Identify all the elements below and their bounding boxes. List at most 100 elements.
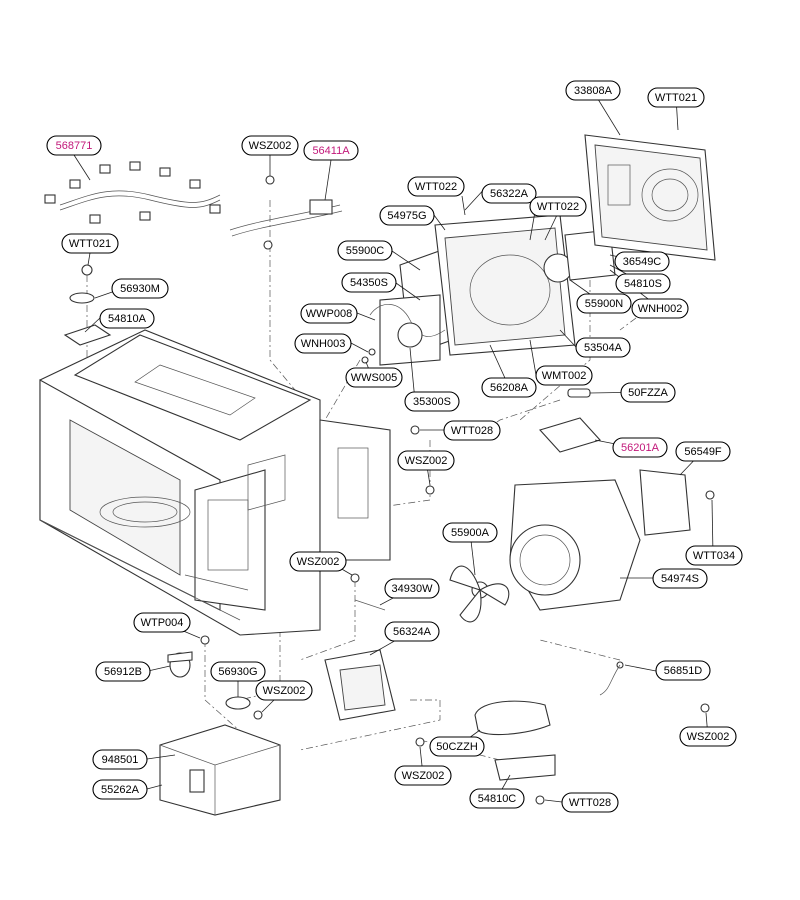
part-label-wtt021-right: WTT021 (647, 87, 705, 108)
high-voltage-parts (324, 573, 710, 805)
part-label-wtt021-left: WTT021 (61, 233, 119, 254)
power-cord-56411A (229, 175, 343, 250)
part-number-text: 54350S (350, 277, 388, 289)
part-label-wtt028-bottom: WTT028 (561, 792, 619, 813)
part-label-wwp008: WWP008 (300, 303, 358, 324)
part-number-text: 54810A (108, 313, 147, 325)
part-number-text: 56930M (120, 283, 160, 295)
part-number-text: 35300S (413, 396, 451, 408)
part-label-54975G: 54975G (379, 205, 435, 226)
part-label-56411A: 56411A (303, 140, 359, 161)
part-label-54810C: 54810C (469, 788, 525, 809)
part-number-text: 50CZZH (436, 741, 478, 753)
part-label-56322A: 56322A (481, 183, 537, 204)
part-label-54810A: 54810A (99, 308, 155, 329)
part-number-text: 55900A (451, 527, 490, 539)
part-number-text: 55900N (585, 298, 624, 310)
part-number-text: WTP004 (141, 617, 184, 629)
part-number-text: WTT028 (451, 425, 493, 437)
part-number-text: WSZ002 (405, 455, 448, 467)
part-label-54974S: 54974S (652, 568, 708, 589)
part-number-text: 50FZZA (628, 387, 668, 399)
part-label-50FZZA: 50FZZA (620, 382, 676, 403)
part-number-text: WSZ002 (297, 556, 340, 568)
part-number-text: 56930G (218, 666, 257, 678)
base-box-55262A (159, 635, 281, 816)
part-number-text: WTT021 (655, 92, 697, 104)
part-label-56930M: 56930M (111, 278, 169, 299)
part-number-text: 56322A (490, 188, 529, 200)
wire-harness-568771 (44, 161, 221, 224)
part-label-wtp004: WTP004 (133, 612, 191, 633)
left-small-parts (63, 264, 112, 346)
part-label-948501: 948501 (92, 749, 148, 770)
part-number-text: 568771 (56, 140, 93, 152)
part-label-36549C: 36549C (614, 251, 670, 272)
part-label-wnh003: WNH003 (294, 333, 352, 354)
part-label-34930W: 34930W (384, 578, 440, 599)
part-number-text: 56208A (490, 382, 529, 394)
part-label-wsz002-left: WSZ002 (255, 680, 313, 701)
part-number-text: 56201A (621, 442, 660, 454)
heater-assembly (361, 214, 616, 366)
part-number-text: WTT028 (569, 797, 611, 809)
part-label-55262A: 55262A (92, 779, 148, 800)
part-number-text: 54810S (624, 278, 662, 290)
part-number-text: 33808A (574, 85, 613, 97)
part-number-text: WMT002 (542, 370, 587, 382)
part-number-text: WTT021 (69, 238, 111, 250)
part-label-wsz002-mid: WSZ002 (397, 450, 455, 471)
part-number-text: 56912B (104, 666, 142, 678)
part-number-text: WSZ002 (249, 140, 292, 152)
part-label-50CZZH: 50CZZH (429, 736, 485, 757)
part-label-33808A: 33808A (565, 80, 621, 101)
part-label-56324A: 56324A (384, 621, 440, 642)
part-label-53504A: 53504A (575, 337, 631, 358)
part-number-text: 55900C (346, 245, 385, 257)
part-number-text: WTT034 (693, 550, 735, 562)
part-label-56851D: 56851D (655, 660, 711, 681)
part-label-wtt022-a: WTT022 (407, 176, 465, 197)
part-number-text: WWP008 (306, 308, 352, 320)
rear-cover-33808A (584, 134, 716, 261)
part-label-wsz002-bottom: WSZ002 (394, 765, 452, 786)
part-label-wtt028-mid: WTT028 (443, 420, 501, 441)
part-label-wtt022-b: WTT022 (529, 196, 587, 217)
part-label-54350S: 54350S (341, 272, 397, 293)
part-label-56930G: 56930G (210, 661, 266, 682)
oven-cavity-assembly (39, 329, 391, 636)
part-number-text: WNH003 (301, 338, 346, 350)
part-label-56201A: 56201A (612, 437, 668, 458)
part-label-55900N: 55900N (576, 293, 632, 314)
part-number-text: 53504A (584, 342, 623, 354)
part-label-568771: 568771 (46, 135, 102, 156)
part-label-56208A: 56208A (481, 377, 537, 398)
part-label-wnh002: WNH002 (631, 298, 689, 319)
part-number-text: WNH002 (638, 303, 683, 315)
part-number-text: 54974S (661, 573, 699, 585)
part-label-wws005: WWS005 (345, 367, 403, 388)
part-label-55900C: 55900C (337, 240, 393, 261)
part-number-text: WTT022 (415, 181, 457, 193)
part-number-text: WSZ002 (687, 731, 730, 743)
part-label-56549F: 56549F (675, 441, 731, 462)
part-number-text: 56324A (393, 626, 432, 638)
part-label-56912B: 56912B (95, 661, 151, 682)
part-label-wmt002: WMT002 (535, 365, 593, 386)
part-number-text: 36549C (623, 256, 662, 268)
part-number-text: 55262A (101, 784, 140, 796)
part-number-text: 54975G (387, 210, 426, 222)
part-label-wtt034: WTT034 (685, 545, 743, 566)
part-number-text: 54810C (478, 793, 517, 805)
part-number-text: WSZ002 (402, 770, 445, 782)
part-number-text: WWS005 (351, 372, 397, 384)
electronics-parts (410, 388, 601, 495)
part-label-54810S: 54810S (615, 273, 671, 294)
part-label-wsz002-right: WSZ002 (679, 726, 737, 747)
part-number-text: 948501 (102, 754, 139, 766)
part-number-text: 56549F (684, 446, 722, 458)
part-number-text: WTT022 (537, 201, 579, 213)
part-label-55900A: 55900A (442, 522, 498, 543)
part-label-wsz002-top: WSZ002 (241, 135, 299, 156)
